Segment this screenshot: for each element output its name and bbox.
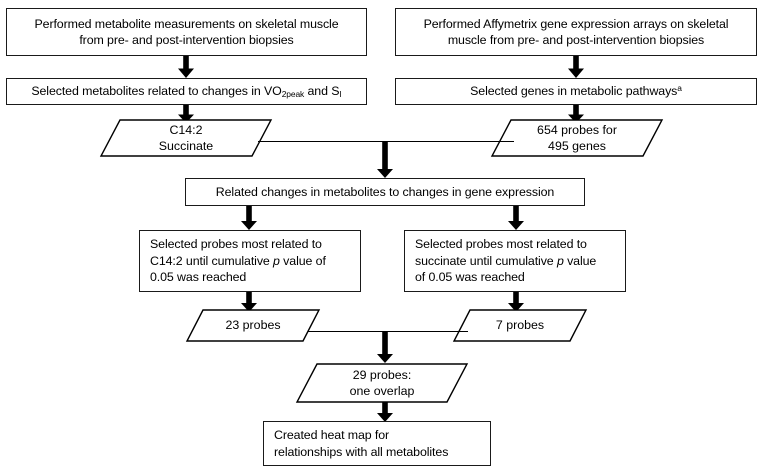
arrow-related-to-probes-c142 bbox=[241, 206, 257, 230]
node-probes-7: 7 probes bbox=[452, 309, 588, 342]
node-probes-data-label: 654 probes for 495 genes bbox=[537, 122, 617, 154]
node-gene-expression-arrays-label: Performed Affymetrix gene expression arr… bbox=[423, 16, 729, 48]
node-probes-29: 29 probes: one overlap bbox=[295, 363, 469, 403]
arrow-probes-c142-to-23 bbox=[241, 292, 257, 312]
node-probes-data: 654 probes for 495 genes bbox=[490, 119, 664, 157]
node-related-changes-label: Related changes in metabolites to change… bbox=[215, 184, 555, 199]
node-probes-23-label: 23 probes bbox=[225, 318, 281, 333]
arrow-29-to-heat-map bbox=[377, 402, 393, 422]
node-selected-metabolites: Selected metabolites related to changes … bbox=[6, 78, 367, 105]
node-metabolite-measurements-label: Performed metabolite measurements on ske… bbox=[34, 16, 339, 48]
node-heat-map: Created heat map for relationships with … bbox=[263, 421, 491, 466]
arrow-metabolite-to-selected-metabolites bbox=[178, 56, 194, 78]
node-metabolite-measurements: Performed metabolite measurements on ske… bbox=[6, 8, 367, 56]
arrow-related-to-probes-succinate bbox=[508, 206, 524, 230]
node-probes-23: 23 probes bbox=[185, 309, 321, 342]
node-probes-7-label: 7 probes bbox=[495, 318, 545, 333]
node-heat-map-label: Created heat map for relationships with … bbox=[274, 428, 449, 459]
node-selected-genes-label: Selected genes in metabolic pathwaysa bbox=[470, 83, 682, 98]
arrow-selected-metabolites-to-data bbox=[178, 105, 194, 123]
node-metabolites-data-label: C14:2 Succinate bbox=[158, 122, 214, 154]
arrow-selected-genes-to-data bbox=[568, 105, 584, 123]
node-probes-29-label: 29 probes: one overlap bbox=[349, 367, 415, 399]
node-metabolites-data: C14:2 Succinate bbox=[99, 119, 273, 157]
arrow-arrays-to-selected-genes bbox=[568, 56, 584, 78]
connector-probe-counts-merge-line bbox=[308, 331, 468, 333]
arrow-data-to-related-changes bbox=[377, 141, 393, 178]
node-related-changes: Related changes in metabolites to change… bbox=[185, 178, 585, 206]
arrow-probes-succinate-to-7 bbox=[508, 292, 524, 312]
arrow-probe-counts-to-29 bbox=[377, 331, 393, 363]
node-selected-genes: Selected genes in metabolic pathwaysa bbox=[395, 78, 757, 105]
node-gene-expression-arrays: Performed Affymetrix gene expression arr… bbox=[395, 8, 757, 56]
node-selected-metabolites-label: Selected metabolites related to changes … bbox=[31, 83, 342, 100]
